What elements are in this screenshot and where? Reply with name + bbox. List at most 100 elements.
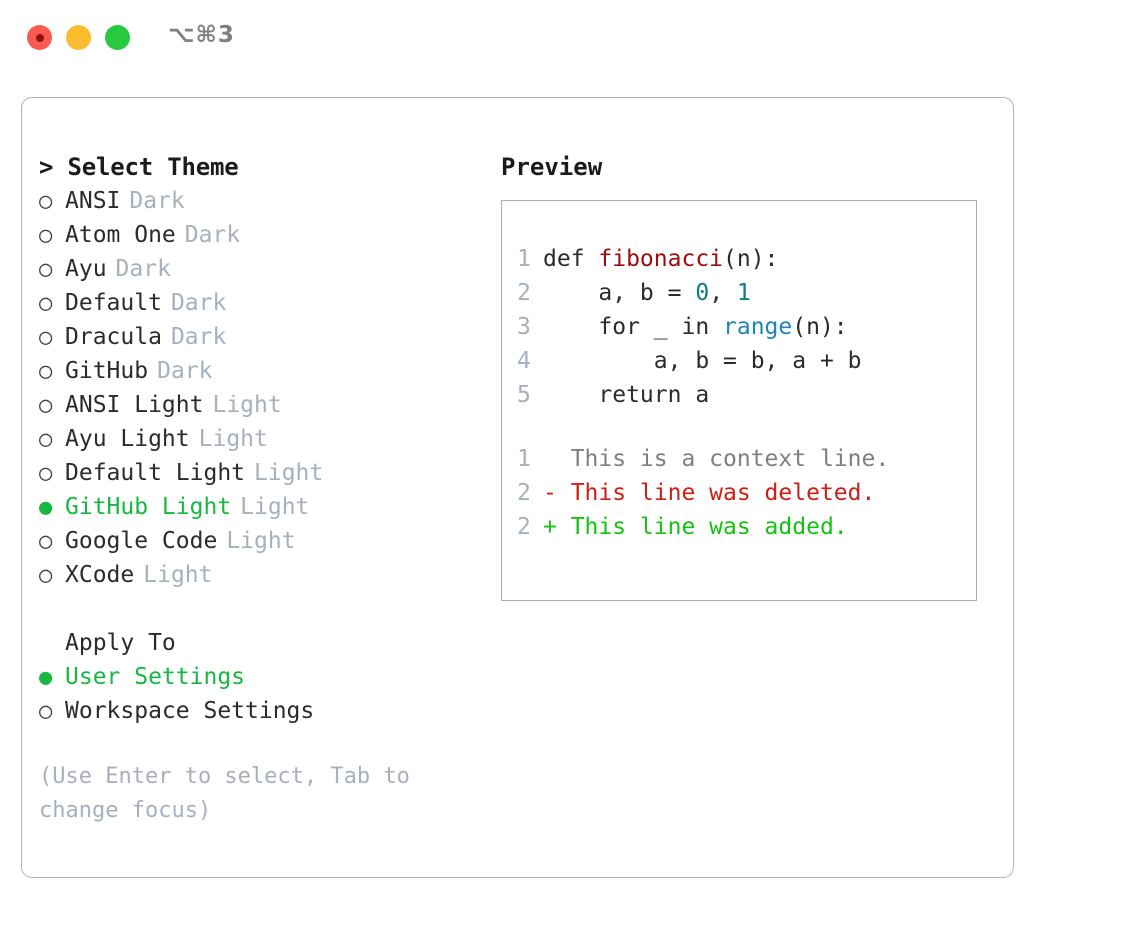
diff-line: 2 + This line was added. bbox=[517, 510, 970, 544]
apply-to-option-list[interactable]: ● User Settings ○ Workspace Settings bbox=[39, 660, 499, 728]
line-number: 2 bbox=[517, 280, 531, 306]
diff-sample: 1 This is a context line. 2 - This line wa… bbox=[517, 442, 970, 544]
code-line-content: for _ in range(n): bbox=[543, 310, 848, 344]
code-line-content: a, b = 0, 1 bbox=[543, 276, 750, 310]
radio-unselected-icon: ○ bbox=[39, 359, 53, 384]
code-line: 5 return a bbox=[517, 378, 970, 412]
theme-option-default-light[interactable]: ○ Default Light Light bbox=[39, 456, 499, 490]
code-diff-separator bbox=[517, 412, 970, 442]
theme-option-label: Ayu Light bbox=[65, 426, 190, 452]
line-number: 3 bbox=[517, 314, 531, 340]
theme-variant-tag: Dark bbox=[157, 358, 213, 384]
code-token: a, b = bbox=[543, 280, 696, 306]
theme-variant-tag: Dark bbox=[129, 188, 185, 214]
zoom-button[interactable] bbox=[105, 25, 130, 50]
code-token: 0 bbox=[695, 280, 710, 306]
code-line-content: def fibonacci(n): bbox=[543, 242, 778, 276]
theme-variant-tag: Light bbox=[143, 562, 213, 588]
code-token: return a bbox=[543, 382, 710, 408]
radio-unselected-icon: ○ bbox=[39, 461, 53, 486]
code-line-content: return a bbox=[543, 378, 709, 412]
theme-option-label: Dracula bbox=[65, 324, 162, 350]
list-spacer bbox=[39, 592, 499, 626]
line-number: 5 bbox=[517, 382, 531, 408]
theme-option-label: GitHub Light bbox=[65, 494, 232, 520]
theme-option-label: GitHub bbox=[65, 358, 149, 384]
code-token: (n): bbox=[792, 314, 848, 340]
line-number: 4 bbox=[517, 348, 531, 374]
apply-to-option-workspace-settings[interactable]: ○ Workspace Settings bbox=[39, 694, 499, 728]
theme-option-label: Google Code bbox=[65, 528, 218, 554]
code-token: (n): bbox=[723, 246, 779, 272]
theme-variant-tag: Light bbox=[226, 528, 296, 554]
theme-option-label: ANSI bbox=[65, 188, 121, 214]
diff-line-content: + This line was added. bbox=[543, 514, 848, 540]
close-button[interactable] bbox=[27, 25, 52, 50]
select-theme-header: > Select Theme bbox=[39, 153, 239, 181]
line-number: 1 bbox=[517, 246, 531, 272]
theme-option-label: XCode bbox=[65, 562, 135, 588]
apply-to-option-user-settings[interactable]: ● User Settings bbox=[39, 660, 499, 694]
apply-to-option-label: Workspace Settings bbox=[65, 698, 315, 724]
radio-selected-icon: ● bbox=[39, 495, 53, 520]
theme-option-label: Ayu bbox=[65, 256, 107, 282]
code-token: , bbox=[709, 280, 737, 306]
line-number: 2 bbox=[517, 514, 531, 540]
line-number: 2 bbox=[517, 480, 531, 506]
theme-option-xcode[interactable]: ○ XCode Light bbox=[39, 558, 499, 592]
radio-unselected-icon: ○ bbox=[39, 563, 53, 588]
radio-unselected-icon: ○ bbox=[39, 393, 53, 418]
theme-option-label: Atom One bbox=[65, 222, 176, 248]
theme-variant-tag: Dark bbox=[184, 222, 241, 248]
radio-unselected-icon: ○ bbox=[39, 325, 53, 350]
theme-option-ayu[interactable]: ○ Ayu Dark bbox=[39, 252, 499, 286]
code-token: a, b = b, a + b bbox=[543, 348, 862, 374]
theme-option-label: Default bbox=[65, 290, 162, 316]
code-token: def bbox=[543, 246, 599, 272]
apply-to-option-label: User Settings bbox=[65, 664, 246, 690]
code-line: 1 def fibonacci(n): bbox=[517, 242, 970, 276]
window-controls bbox=[27, 25, 130, 50]
radio-unselected-icon: ○ bbox=[39, 427, 53, 452]
code-token: range bbox=[723, 314, 793, 340]
theme-variant-tag: Light bbox=[198, 426, 268, 452]
keyboard-hint-text: (Use Enter to select, Tab to change focu… bbox=[39, 764, 410, 823]
radio-selected-icon: ● bbox=[39, 665, 53, 690]
radio-unselected-icon: ○ bbox=[39, 257, 53, 282]
radio-unselected-icon: ○ bbox=[39, 291, 53, 316]
code-token: fibonacci bbox=[598, 246, 724, 272]
theme-option-github-light[interactable]: ● GitHub Light Light bbox=[39, 490, 499, 524]
diff-line: 2 - This line was deleted. bbox=[517, 476, 970, 510]
code-line: 4 a, b = b, a + b bbox=[517, 344, 970, 378]
diff-line-content: This is a context line. bbox=[543, 446, 890, 472]
theme-option-ayu-light[interactable]: ○ Ayu Light Light bbox=[39, 422, 499, 456]
code-line: 2 a, b = 0, 1 bbox=[517, 276, 970, 310]
theme-variant-tag: Dark bbox=[115, 256, 171, 282]
radio-unselected-icon: ○ bbox=[39, 699, 53, 724]
code-line-content: a, b = b, a + b bbox=[543, 344, 862, 378]
theme-option-default[interactable]: ○ Default Dark bbox=[39, 286, 499, 320]
theme-option-github[interactable]: ○ GitHub Dark bbox=[39, 354, 499, 388]
theme-variant-tag: Light bbox=[240, 494, 310, 520]
code-token: for _ in bbox=[543, 314, 724, 340]
theme-variant-tag: Dark bbox=[170, 290, 227, 316]
diff-line: 1 This is a context line. bbox=[517, 442, 970, 476]
code-line: 3 for _ in range(n): bbox=[517, 310, 970, 344]
theme-variant-tag: Light bbox=[212, 392, 282, 418]
theme-variant-tag: Light bbox=[254, 460, 324, 486]
theme-option-ansi-light[interactable]: ○ ANSI Light Light bbox=[39, 388, 499, 422]
diff-line-content: - This line was deleted. bbox=[543, 480, 876, 506]
theme-option-label: Default Light bbox=[65, 460, 246, 486]
theme-option-label: ANSI Light bbox=[65, 392, 204, 418]
minimize-button[interactable] bbox=[66, 25, 91, 50]
